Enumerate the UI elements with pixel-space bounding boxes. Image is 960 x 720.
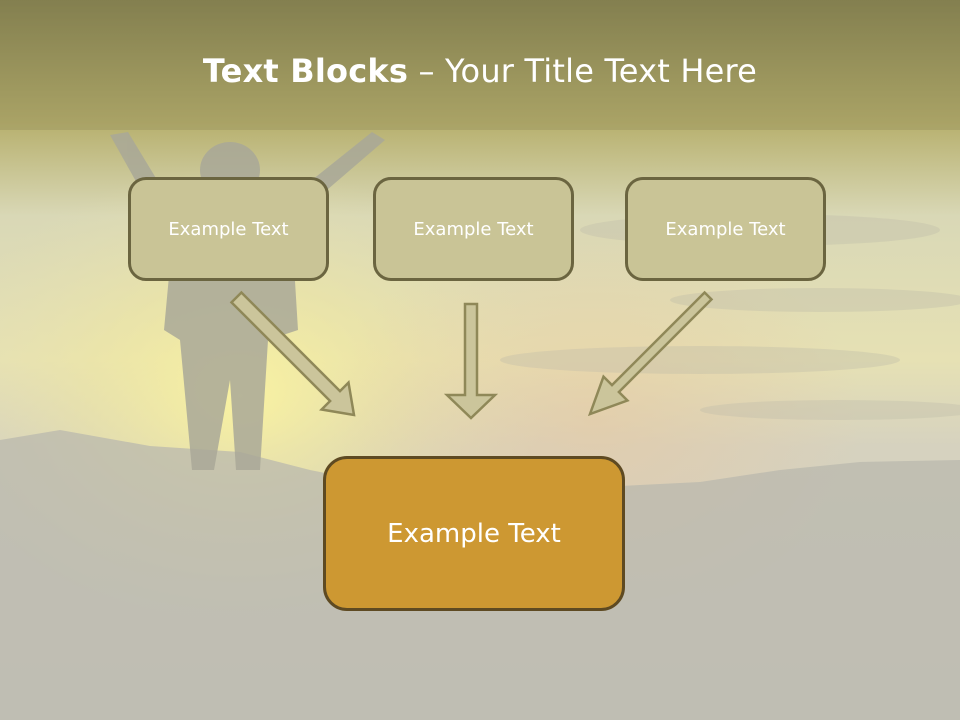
text-block-1[interactable]: Example Text — [128, 177, 329, 281]
title-bold: Text Blocks — [202, 52, 409, 90]
arrow-middle — [443, 302, 499, 420]
title-banner — [0, 0, 960, 130]
text-block-3-label: Example Text — [665, 218, 786, 240]
slide-title: Text Blocks – Your Title Text Here — [0, 52, 960, 90]
text-block-3[interactable]: Example Text — [625, 177, 826, 281]
arrow-right — [587, 290, 714, 417]
title-rest: – Your Title Text Here — [408, 52, 758, 90]
arrow-left — [229, 290, 356, 417]
text-block-2-label: Example Text — [413, 218, 534, 240]
text-block-result-label: Example Text — [387, 518, 561, 549]
text-block-1-label: Example Text — [168, 218, 289, 240]
text-block-2[interactable]: Example Text — [373, 177, 574, 281]
text-block-result[interactable]: Example Text — [323, 456, 625, 611]
